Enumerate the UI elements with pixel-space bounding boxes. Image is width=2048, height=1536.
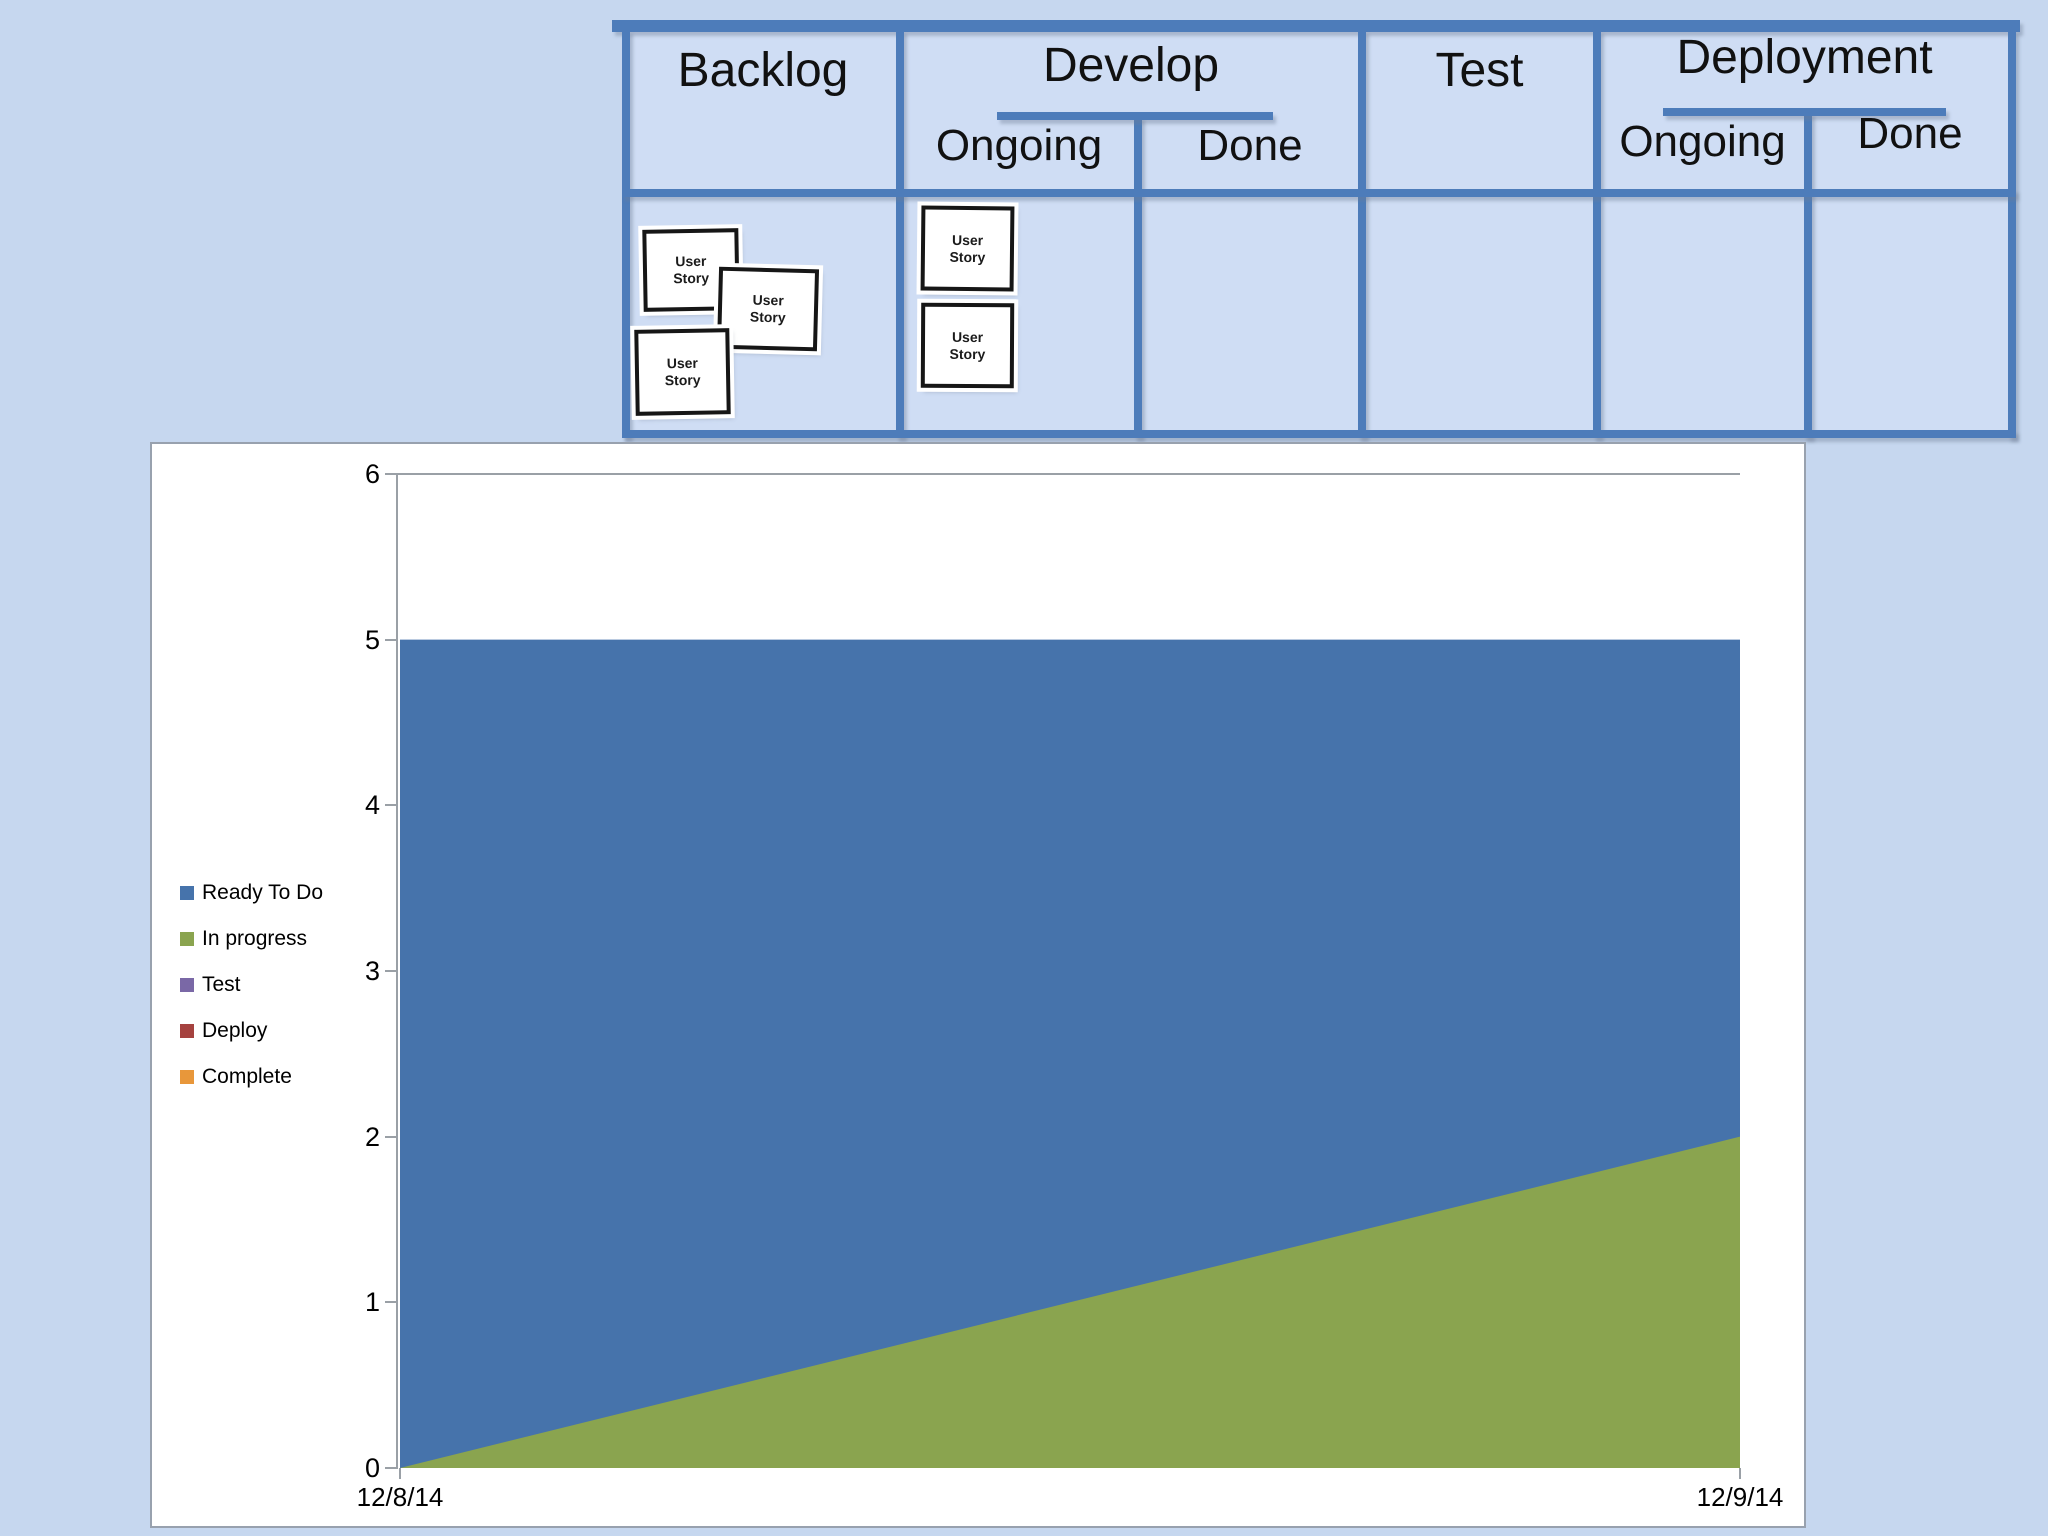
card-label: User Story — [673, 252, 710, 287]
y-tick — [385, 638, 398, 641]
legend-item: Test — [180, 973, 323, 996]
y-tick-label: 5 — [364, 624, 380, 655]
legend-item: Ready To Do — [180, 881, 324, 904]
board-left-edge — [622, 30, 630, 438]
legend-label: In progress — [202, 927, 308, 950]
legend-label: Ready To Do — [202, 881, 324, 904]
x-tick — [1739, 1468, 1741, 1479]
divider-backlog-develop — [896, 30, 904, 438]
x-tick-label: 12/9/14 — [1696, 1482, 1784, 1512]
legend-label: Deploy — [202, 1019, 268, 1042]
column-header-deployment: Deployment — [1676, 31, 1933, 84]
board-bottom-edge — [622, 430, 2016, 438]
legend-swatch-icon — [180, 1070, 194, 1084]
card-label: User Story — [949, 231, 986, 265]
y-tick-label: 4 — [364, 790, 380, 821]
y-tick-label: 1 — [364, 1287, 380, 1318]
subheader-deployment-ongoing: Ongoing — [1619, 117, 1786, 166]
plot-top-border — [398, 473, 1740, 475]
deployment-subheader-underline — [1663, 108, 1946, 116]
board-header-separator — [622, 189, 2016, 197]
divider-test-deployment — [1593, 30, 1601, 438]
subheader-deployment-done: Done — [1857, 109, 1963, 158]
y-tick — [385, 1467, 398, 1469]
user-story-card[interactable]: User Story — [716, 266, 820, 352]
board-background — [622, 30, 2016, 432]
y-tick-label: 0 — [364, 1453, 380, 1483]
board-right-edge — [2008, 30, 2016, 438]
y-tick — [385, 970, 398, 972]
legend-swatch-icon — [180, 886, 194, 900]
divider-develop-test — [1358, 30, 1366, 438]
column-header-test: Test — [1435, 44, 1524, 97]
divider-develop-ongoing-done — [1134, 116, 1142, 438]
x-tick-label: 12/8/14 — [356, 1482, 444, 1512]
y-tick-label: 2 — [364, 1121, 380, 1152]
legend-item: Deploy — [180, 1019, 323, 1042]
legend-item: In progress — [180, 927, 323, 950]
legend-item: Complete — [180, 1065, 323, 1088]
y-tick — [385, 1301, 398, 1304]
legend-swatch-icon — [180, 1024, 194, 1038]
card-label: User Story — [664, 354, 701, 389]
subheader-develop-ongoing: Ongoing — [935, 121, 1103, 170]
y-tick-label: 3 — [364, 956, 380, 986]
legend-swatch-icon — [180, 932, 194, 946]
y-tick — [385, 473, 398, 475]
x-tick — [399, 1468, 401, 1479]
y-tick — [385, 1135, 398, 1138]
card-label: User Story — [749, 291, 786, 326]
legend-swatch-icon — [180, 978, 194, 992]
board-top-bar — [612, 20, 2020, 32]
user-story-card[interactable]: User Story — [634, 328, 731, 416]
user-story-card[interactable]: User Story — [920, 205, 1015, 292]
legend-label: Test — [202, 973, 241, 996]
y-tick — [385, 804, 398, 807]
column-header-develop: Develop — [1042, 39, 1220, 92]
plot-area — [400, 474, 1740, 1468]
card-label: User Story — [949, 328, 986, 362]
user-story-card[interactable]: User Story — [920, 302, 1015, 389]
subheader-develop-done: Done — [1197, 121, 1303, 170]
divider-deployment-ongoing-done — [1804, 112, 1812, 438]
develop-subheader-underline — [997, 112, 1273, 120]
column-header-backlog: Backlog — [677, 44, 849, 97]
legend-label: Complete — [202, 1065, 292, 1088]
y-tick-label: 6 — [364, 459, 380, 489]
